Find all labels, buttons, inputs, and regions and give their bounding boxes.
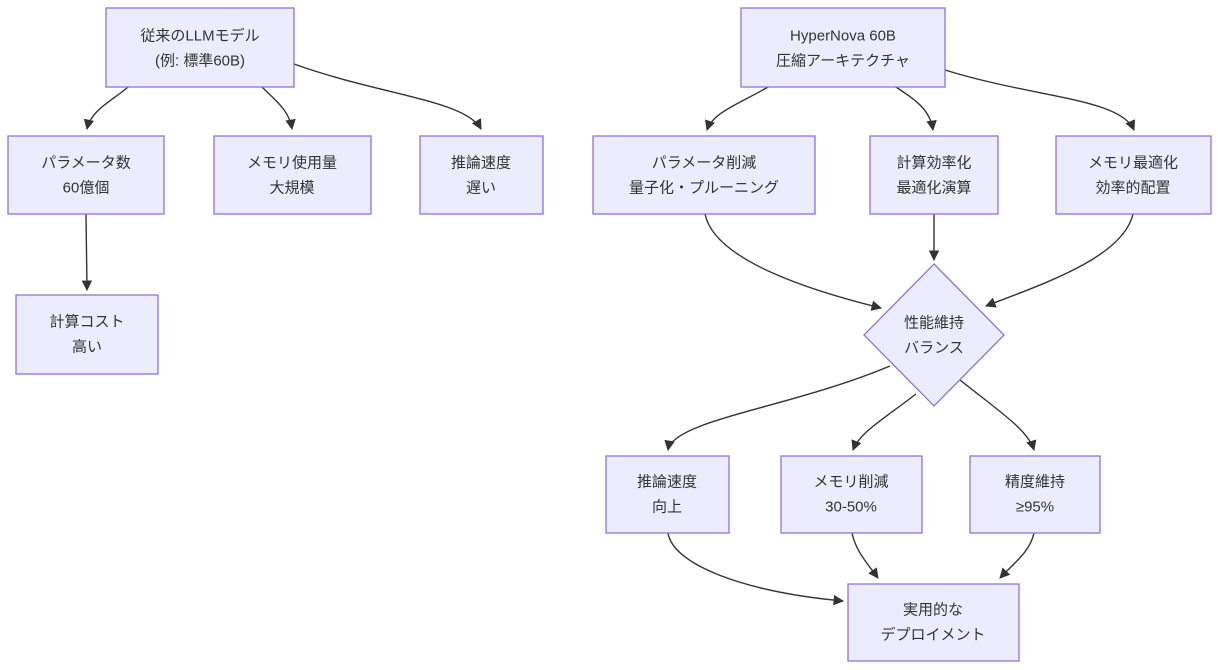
node-compute-cost: 計算コスト 高い xyxy=(15,294,159,375)
node-compute-cost-line1: 計算コスト xyxy=(49,313,124,331)
edge-accuracy-to-deployment xyxy=(999,532,1035,579)
node-compute-cost-line2: 高い xyxy=(72,339,102,356)
node-inference-speed-slow: 推論速度 遅い xyxy=(419,135,544,215)
node-hypernova-box xyxy=(740,7,946,88)
node-compute-efficiency-line2: 最適化演算 xyxy=(896,179,971,197)
node-param-reduction: パラメータ削減 量子化・プルーニング xyxy=(592,135,816,215)
node-inference-speed-up-line1: 推論速度 xyxy=(637,474,697,491)
node-traditional-llm-line1: 従来のLLMモデル xyxy=(140,27,259,45)
edge-traditional-llm-to-param-count xyxy=(83,86,129,131)
node-param-reduction-line2: 量子化・プルーニング xyxy=(629,180,779,197)
node-param-reduction-line1: パラメータ削減 xyxy=(652,155,757,172)
edge-hypernova-to-param-reduction xyxy=(705,86,769,131)
node-inference-speed-slow-box xyxy=(419,135,544,215)
node-param-count-box xyxy=(7,135,165,215)
node-memory-usage-box xyxy=(213,135,372,215)
node-performance-balance-diamond xyxy=(863,263,1005,407)
node-compute-efficiency-line1: 計算効率化 xyxy=(896,154,971,172)
node-performance-balance-line1: 性能維持 xyxy=(904,315,964,332)
node-compute-cost-box xyxy=(15,294,159,375)
node-traditional-llm-line2: (例: 標準60B) xyxy=(155,53,245,70)
node-inference-speed-slow-line2: 遅い xyxy=(466,180,496,197)
node-compute-efficiency-box xyxy=(869,135,999,215)
node-inference-speed-up: 推論速度 向上 xyxy=(605,455,730,534)
node-param-reduction-box xyxy=(592,135,816,215)
node-memory-optimization-box xyxy=(1055,135,1212,215)
edge-param-count-to-compute-cost xyxy=(81,213,93,292)
edge-traditional-llm-to-memory-usage xyxy=(261,86,296,131)
edge-performance-balance-to-inference-speed-up xyxy=(664,365,891,452)
node-deployment-line1: 実用的な xyxy=(903,602,963,619)
edge-inference-speed-up-to-deployment xyxy=(667,532,845,606)
node-param-count-line1: パラメータ数 xyxy=(41,155,131,172)
node-hypernova: HyperNova 60B 圧縮アーキテクチャ xyxy=(740,7,946,88)
node-param-count-line2: 60億個 xyxy=(63,180,110,197)
node-deployment-box xyxy=(847,583,1020,662)
edge-param-reduction-to-performance-balance xyxy=(704,213,883,311)
node-inference-speed-up-line2: 向上 xyxy=(652,499,682,516)
node-memory-usage-line1: メモリ使用量 xyxy=(247,155,337,172)
edge-layer xyxy=(81,63,1135,606)
node-accuracy-line1: 精度維持 xyxy=(1005,474,1065,491)
edge-traditional-llm-to-inference-speed-slow xyxy=(293,63,482,130)
node-memory-reduction-box xyxy=(780,455,923,534)
node-hypernova-line2: 圧縮アーキテクチャ xyxy=(776,53,910,70)
edge-hypernova-to-compute-efficiency xyxy=(895,86,937,132)
node-param-count: パラメータ数 60億個 xyxy=(7,135,165,215)
node-memory-usage: メモリ使用量 大規模 xyxy=(213,135,372,215)
node-traditional-llm: 従来のLLMモデル (例: 標準60B) xyxy=(105,7,295,88)
edge-performance-balance-to-accuracy xyxy=(959,379,1037,452)
node-accuracy-line2: ≥95% xyxy=(1016,499,1054,516)
node-deployment-line2: デプロイメント xyxy=(880,626,985,644)
node-memory-optimization-line1: メモリ最適化 xyxy=(1088,154,1178,172)
node-memory-reduction-line2: 30-50% xyxy=(825,499,877,516)
node-memory-optimization-line2: 効率的配置 xyxy=(1095,180,1170,197)
node-hypernova-line1: HyperNova 60B xyxy=(790,28,896,45)
node-inference-speed-slow-line1: 推論速度 xyxy=(451,155,511,172)
node-accuracy-box xyxy=(969,455,1101,534)
node-compute-efficiency: 計算効率化 最適化演算 xyxy=(869,135,999,215)
node-performance-balance: 性能維持 バランス xyxy=(863,263,1005,407)
edge-memory-reduction-to-deployment xyxy=(851,532,879,579)
edge-memory-optimization-to-performance-balance xyxy=(985,213,1134,308)
node-memory-reduction-line1: メモリ削減 xyxy=(813,474,888,491)
edge-performance-balance-to-memory-reduction xyxy=(851,393,917,451)
node-memory-reduction: メモリ削減 30-50% xyxy=(780,455,923,534)
node-traditional-llm-box xyxy=(105,7,295,88)
node-deployment: 実用的な デプロイメント xyxy=(847,583,1020,662)
edge-hypernova-to-memory-optimization xyxy=(944,69,1135,131)
node-accuracy: 精度維持 ≥95% xyxy=(969,455,1101,534)
node-memory-optimization: メモリ最適化 効率的配置 xyxy=(1055,135,1212,215)
node-inference-speed-up-box xyxy=(605,455,730,534)
node-performance-balance-line2: バランス xyxy=(904,340,964,357)
node-memory-usage-line2: 大規模 xyxy=(269,180,314,197)
